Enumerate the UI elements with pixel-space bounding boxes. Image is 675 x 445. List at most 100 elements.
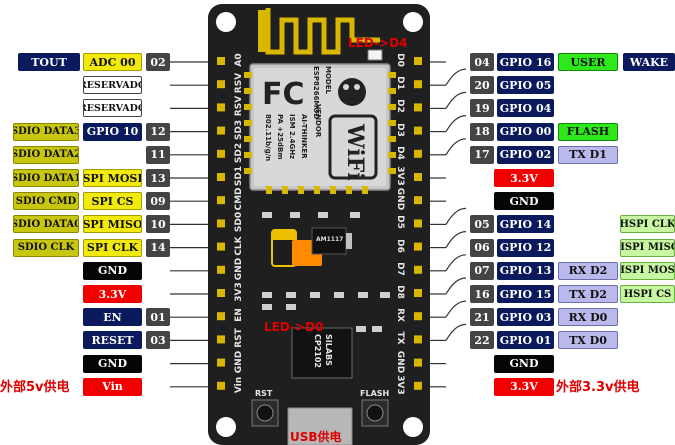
right-pin-label: GPIO 00 xyxy=(497,122,554,141)
right-pin-label: GPIO 04 xyxy=(497,99,554,118)
usb-power-note: USB供电 xyxy=(290,430,342,444)
right-gpio-number: 16 xyxy=(470,285,494,303)
left-gpio-number: 09 xyxy=(146,192,170,211)
left-gpio-number: 12 xyxy=(146,122,170,141)
left-function-label: SDIO DATA3 xyxy=(13,122,79,141)
left-gpio-number: 10 xyxy=(146,215,170,234)
header-pin xyxy=(414,265,422,274)
left-pin-label: 3.3V xyxy=(83,285,142,303)
usb-chip-name: CP2102 xyxy=(313,334,322,368)
right-pin-label: GPIO 02 xyxy=(497,145,554,164)
header-pin xyxy=(217,57,225,65)
wifi-logo-text: WiFi xyxy=(342,124,368,181)
header-pin xyxy=(414,312,422,321)
right-gpio-number: 22 xyxy=(470,331,494,350)
header-pin xyxy=(414,80,422,89)
right-function-label: FLASH xyxy=(558,122,618,141)
module-text-auth: AI-THINKER xyxy=(300,114,308,159)
right-gpio-number: 05 xyxy=(470,215,494,234)
left-gpio-number: 02 xyxy=(146,53,170,71)
header-pin xyxy=(217,358,225,367)
header-pin xyxy=(414,335,422,344)
left-pin-label: GND xyxy=(83,354,142,373)
ext-5v-note: 外部5v供电 xyxy=(0,380,70,395)
header-pin xyxy=(217,381,225,390)
regulator-text: AM1117 xyxy=(316,236,344,243)
right-extra-label: HSPI MISO xyxy=(620,238,675,257)
header-pin xyxy=(414,358,422,367)
module-text-ism: ISM 2.4GHz xyxy=(288,114,296,160)
fc-mark: FC xyxy=(262,77,305,112)
left-function-label: SDIO DATA0 xyxy=(13,215,79,234)
rst-button-label: RST xyxy=(255,389,273,398)
right-gpio-number: 04 xyxy=(470,53,494,71)
ce-mark xyxy=(338,78,366,106)
module-text-model: MODEL xyxy=(324,66,332,94)
left-gpio-number: 14 xyxy=(146,238,170,257)
header-pin xyxy=(414,196,422,205)
header-pin xyxy=(414,381,422,390)
right-pin-label: GPIO 14 xyxy=(497,215,554,234)
right-extra-label: HSPI CS xyxy=(620,285,675,303)
right-pin-label: GPIO 15 xyxy=(497,285,554,303)
wifi-logo xyxy=(328,114,378,180)
right-pin-label: GPIO 05 xyxy=(497,76,554,95)
left-function-label: SDIO CMD xyxy=(13,192,79,211)
led-d4-component xyxy=(367,49,383,61)
left-function-label: SDIO CLK xyxy=(13,238,79,257)
right-gpio-number: 20 xyxy=(470,76,494,95)
right-pin-label: GND xyxy=(494,354,554,373)
header-pin xyxy=(414,173,422,181)
header-pin xyxy=(414,219,422,228)
pin-label-left: Vin xyxy=(234,376,244,393)
header-pin xyxy=(414,242,422,251)
right-gpio-number: 17 xyxy=(470,145,494,164)
left-pin-label: GND xyxy=(83,261,142,280)
header-pin xyxy=(414,57,422,65)
right-gpio-number: 07 xyxy=(470,261,494,280)
left-pin-label: Vin xyxy=(83,377,142,396)
led-d4-note: LED->D4 xyxy=(348,36,408,50)
ext-3v3-note: 外部3.3v供电 xyxy=(556,380,640,395)
right-pin-label: GND xyxy=(494,192,554,211)
left-pin-label: GPIO 10 xyxy=(83,122,142,141)
left-pin-label: ADC 00 xyxy=(83,53,142,71)
right-function-label: USER xyxy=(558,53,618,71)
led-d0-note: LED->D0 xyxy=(264,320,324,334)
header-pin xyxy=(217,312,225,321)
header-pin xyxy=(414,289,422,297)
header-pin xyxy=(217,335,225,344)
left-pin-label: EN xyxy=(83,308,142,327)
right-pin-label: 3.3V xyxy=(494,377,554,396)
right-extra-label: HSPI MOSI xyxy=(620,261,675,280)
header-pin xyxy=(414,126,422,135)
flash-button-label: FLASH xyxy=(360,389,390,398)
header-pin xyxy=(217,126,225,135)
header-pin xyxy=(217,149,225,158)
left-gpio-number: 13 xyxy=(146,169,170,187)
right-gpio-number: 19 xyxy=(470,99,494,118)
mount-hole-bl xyxy=(216,417,236,437)
usb-connector xyxy=(287,407,353,445)
header-pin xyxy=(217,196,225,205)
right-function-label: RX D0 xyxy=(558,308,618,327)
header-pin xyxy=(217,242,225,251)
left-pin-label: RESERVADO xyxy=(83,76,142,95)
header-pin xyxy=(217,265,225,274)
header-pin xyxy=(414,149,422,158)
right-extra-label: WAKE xyxy=(623,53,675,71)
watermark: CSDN @成为你的Bug xyxy=(476,418,598,432)
header-pin xyxy=(217,80,225,89)
left-pin-label: RESERVADO xyxy=(83,99,142,118)
header-pin xyxy=(217,173,225,181)
header-pin xyxy=(414,103,422,112)
mount-hole-tl xyxy=(216,12,236,32)
right-extra-label: HSPI CLK xyxy=(620,215,675,234)
header-pin xyxy=(217,289,225,297)
right-function-label: TX D1 xyxy=(558,145,618,164)
right-function-label: RX D2 xyxy=(558,261,618,280)
antenna-trace xyxy=(265,8,380,55)
right-pin-label: GPIO 01 xyxy=(497,331,554,350)
right-gpio-number: 18 xyxy=(470,122,494,141)
